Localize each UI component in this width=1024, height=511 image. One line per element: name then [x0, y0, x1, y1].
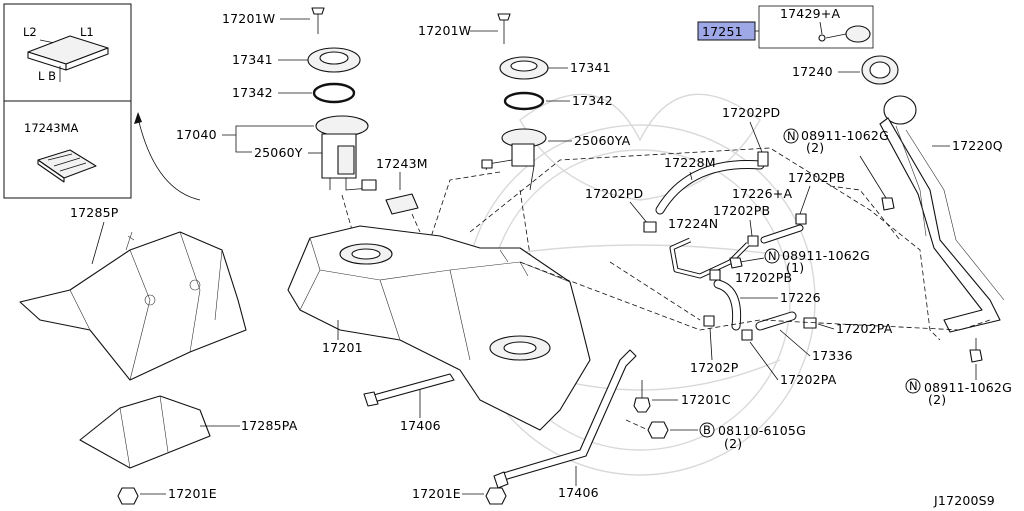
clamp-17202PB-2: [747, 235, 759, 247]
part-17224N-label: 17224N: [668, 216, 718, 231]
part-17201W-label-2: 17201W: [418, 23, 471, 38]
part-17406-label-2: 17406: [558, 485, 599, 500]
part-17341-label-2: 17341: [570, 60, 611, 75]
part-17202PB-label-3: 17202PB: [735, 270, 792, 285]
part-17342-label: 17342: [232, 85, 273, 100]
screw-17201W-2: [497, 13, 511, 21]
part-17243M-label: 17243M: [376, 156, 428, 171]
gasket-17342: [312, 82, 356, 104]
dim-l2-label: L2: [23, 25, 37, 39]
b-symbol: B: [703, 423, 711, 437]
bolt-17201C: [633, 397, 651, 413]
part-08911-label-2: 08911-1062G: [782, 248, 870, 263]
part-17251-label: 17251: [702, 24, 743, 39]
part-17202PA-label: 17202PA: [836, 321, 893, 336]
part-08911-label: 08911-1062G: [801, 128, 889, 143]
filler-tube-17220Q: [879, 95, 1005, 333]
nut-08911-3: [969, 349, 983, 363]
part-17202P-label: 17202P: [690, 360, 739, 375]
clamp-17202PD: [757, 151, 769, 167]
part-17202PA-label-2: 17202PA: [780, 372, 837, 387]
nut-08911: [881, 197, 895, 211]
diagram-code: J17200S9: [933, 493, 995, 508]
part-08110-6105G-label: 08110-6105G: [718, 423, 806, 438]
part-25060YA-label: 25060YA: [574, 133, 631, 148]
dim-lb-label: L B: [38, 69, 56, 83]
part-17341-label: 17341: [232, 52, 273, 67]
part-17285P-label: 17285P: [70, 205, 119, 220]
heat-insulator-17285PA: [79, 395, 211, 469]
bolt-08110-6105G: [647, 421, 669, 439]
clamp-17202PD-2: [643, 221, 657, 233]
part-17228M-label: 17228M: [664, 155, 716, 170]
qty-08911-label-3: (2): [928, 392, 946, 407]
n-symbol: N: [787, 129, 796, 143]
bracket-17251: [758, 5, 874, 49]
part-17202PD-label: 17202PD: [722, 105, 780, 120]
qty-08911-label-2: (1): [786, 260, 804, 275]
part-17240-label: 17240: [792, 64, 833, 79]
bolt-17201E: [117, 487, 139, 505]
part-17202PB-label-2: 17202PB: [713, 203, 770, 218]
part-17336-label: 17336: [812, 348, 853, 363]
fuel-tank-17201: [287, 225, 591, 431]
clamp-17202PB-3: [709, 269, 721, 281]
part-17201C-label: 17201C: [681, 392, 731, 407]
part-17220Q-label: 17220Q: [952, 138, 1003, 153]
part-17201E-label-2: 17201E: [412, 486, 461, 501]
part-17406-label: 17406: [400, 418, 441, 433]
part-17201E-label: 17201E: [168, 486, 217, 501]
arrow-head: [134, 112, 142, 124]
gasket-17342-2: [503, 91, 545, 111]
fuel-pump-assembly-left: [315, 115, 377, 191]
qty-08110-label: (2): [724, 436, 742, 451]
callout-box-dimensions: L2 L1 L B: [3, 3, 132, 102]
part-17201W-label: 17201W: [222, 11, 275, 26]
part-17202PB-label: 17202PB: [788, 170, 845, 185]
clamp-17202PB: [795, 213, 807, 225]
part-08911-label-3: 08911-1062G: [924, 380, 1012, 395]
n-symbol-3: N: [909, 379, 918, 393]
part-17201-label: 17201: [322, 340, 363, 355]
part-17429A-label: 17429+A: [780, 6, 840, 21]
part-17285PA-label: 17285PA: [241, 418, 298, 433]
part-17040-label: 17040: [176, 127, 217, 142]
fuel-cap-17251: [818, 25, 871, 43]
screw-17201W: [311, 7, 325, 15]
qty-08911-label: (2): [806, 140, 824, 155]
leader-to-callout: [137, 117, 201, 201]
clamp-17202PA: [803, 317, 817, 329]
sender-unit-25060YA: [481, 128, 547, 191]
clamp-17202P: [703, 315, 715, 327]
seal-17243M: [385, 193, 419, 215]
part-17342-label-2: 17342: [572, 93, 613, 108]
dim-l1-label: L1: [80, 25, 94, 39]
bolt-17201E-2: [485, 487, 507, 505]
part-25060Y-label: 25060Y: [254, 145, 303, 160]
callout-box-seal: 17243MA: [3, 100, 132, 199]
clamp-17202PA-2: [741, 329, 753, 341]
part-17226-label: 17226: [780, 290, 821, 305]
n-symbol-2: N: [768, 249, 777, 263]
strap-17406-right: [499, 349, 637, 481]
strap-17406-left: [369, 373, 455, 403]
part-17243MA-label: 17243MA: [24, 121, 79, 135]
heat-insulator-17285P: [19, 231, 247, 381]
part-17226A-label: 17226+A: [732, 186, 792, 201]
part-17202PD-label-2: 17202PD: [585, 186, 643, 201]
